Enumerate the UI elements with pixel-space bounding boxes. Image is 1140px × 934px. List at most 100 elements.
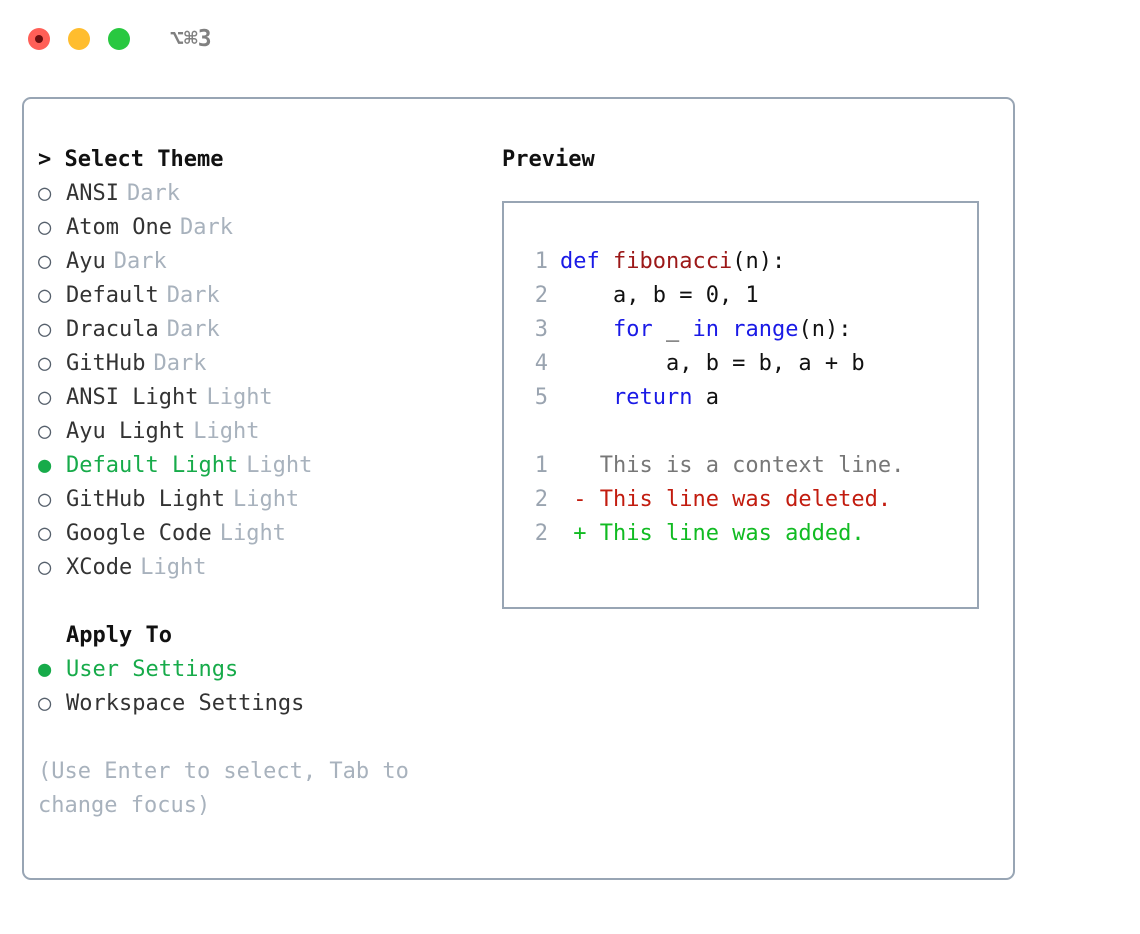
token-kw: for <box>612 317 653 342</box>
theme-item-variant-tag: Dark <box>166 317 220 342</box>
theme-item-google-code[interactable]: ○ Google Code Light <box>38 517 498 551</box>
theme-item-label: GitHub <box>66 351 146 376</box>
token-pl: (n): <box>732 249 786 274</box>
radio-selected-icon: ● <box>38 657 52 682</box>
radio-unselected-icon: ○ <box>38 249 52 274</box>
token-pl <box>560 317 613 342</box>
line-number: 2 <box>534 283 548 308</box>
code-text: a, b = b, a + b <box>560 347 865 381</box>
theme-item-ansi[interactable]: ○ ANSI Dark <box>38 177 498 211</box>
apply-to-item-workspace-settings[interactable]: ○ Workspace Settings <box>38 687 498 721</box>
minimize-button[interactable] <box>68 28 90 50</box>
theme-item-label: ANSI <box>66 181 119 206</box>
code-line: 1 def fibonacci(n): <box>518 245 977 279</box>
apply-to-item-label: User Settings <box>66 657 239 682</box>
theme-item-ayu[interactable]: ○ Ayu Dark <box>38 245 498 279</box>
preview-heading: Preview <box>502 147 595 172</box>
maximize-button[interactable] <box>108 28 130 50</box>
line-number: 2 <box>534 521 548 546</box>
theme-item-label: GitHub Light <box>66 487 225 512</box>
keyboard-hint-text: (Use Enter to select, Tab to change focu… <box>38 759 423 818</box>
token-del: - This line was deleted. <box>560 487 892 512</box>
code-line: 4 a, b = b, a + b <box>518 347 977 381</box>
apply-to-item-user-settings[interactable]: ● User Settings <box>38 653 498 687</box>
window-controls <box>28 28 130 50</box>
diff-line: 1 This is a context line. <box>518 449 977 483</box>
apply-to-list: ● User Settings ○ Workspace Settings <box>38 653 498 721</box>
theme-item-variant-tag: Light <box>232 487 300 512</box>
code-text: - This line was deleted. <box>560 483 891 517</box>
token-pl: a, b = 0, 1 <box>560 283 759 308</box>
close-button[interactable] <box>28 28 50 50</box>
token-pl: a, b = b, a + b <box>560 351 865 376</box>
line-number: 2 <box>534 487 548 512</box>
diff-line: 2 - This line was deleted. <box>518 483 977 517</box>
theme-item-variant-tag: Light <box>140 555 207 580</box>
code-text: a, b = 0, 1 <box>560 279 759 313</box>
token-pl: a <box>692 385 719 410</box>
radio-unselected-icon: ○ <box>38 555 52 580</box>
theme-item-label: Ayu Light <box>66 419 186 444</box>
code-diff-spacer <box>518 415 977 449</box>
select-theme-title: Select Theme <box>64 147 224 172</box>
token-ctx: This is a context line. <box>560 453 905 478</box>
code-line: 3 for _ in range(n): <box>518 313 977 347</box>
theme-item-label: Google Code <box>66 521 212 546</box>
token-kw: def <box>560 249 613 274</box>
code-text: return a <box>560 381 719 415</box>
token-pl <box>560 385 613 410</box>
token-pl: (n): <box>798 317 852 342</box>
theme-item-variant-tag: Dark <box>153 351 207 376</box>
radio-unselected-icon: ○ <box>38 317 52 342</box>
code-text: + This line was added. <box>560 517 865 551</box>
line-number: 4 <box>534 351 548 376</box>
token-pl: _ <box>652 317 693 342</box>
radio-unselected-icon: ○ <box>38 521 52 546</box>
code-text: This is a context line. <box>560 449 905 483</box>
section-spacer <box>38 585 498 619</box>
radio-unselected-icon: ○ <box>38 385 52 410</box>
theme-item-variant-tag: Dark <box>179 215 233 240</box>
radio-unselected-icon: ○ <box>38 487 52 512</box>
theme-item-github-light[interactable]: ○ GitHub Light Light <box>38 483 498 517</box>
apply-to-item-label: Workspace Settings <box>66 691 305 716</box>
token-kw: range <box>732 317 799 342</box>
theme-item-variant-tag: Light <box>206 385 273 410</box>
code-text: def fibonacci(n): <box>560 245 785 279</box>
radio-unselected-icon: ○ <box>38 691 52 716</box>
theme-item-variant-tag: Light <box>219 521 286 546</box>
token-add: + This line was added. <box>560 521 865 546</box>
theme-item-label: Ayu <box>66 249 106 274</box>
radio-unselected-icon: ○ <box>38 181 52 206</box>
close-indicator-dot <box>35 35 43 43</box>
theme-item-variant-tag: Dark <box>126 181 180 206</box>
token-kw: return <box>612 385 693 410</box>
diff-line: 2 + This line was added. <box>518 517 977 551</box>
keyboard-shortcut-label: ⌥⌘3 <box>170 26 212 52</box>
theme-item-variant-tag: Dark <box>113 249 167 274</box>
token-kw: in <box>692 317 733 342</box>
token-fn: fibonacci <box>612 249 733 274</box>
theme-item-label: ANSI Light <box>66 385 199 410</box>
theme-item-label: Default Light <box>66 453 239 478</box>
theme-item-label: Default <box>66 283 159 308</box>
line-number: 1 <box>534 249 548 274</box>
code-line: 2 a, b = 0, 1 <box>518 279 977 313</box>
radio-selected-icon: ● <box>38 453 52 478</box>
focus-caret-icon: > <box>38 147 65 172</box>
theme-item-ansi-light[interactable]: ○ ANSI Light Light <box>38 381 498 415</box>
